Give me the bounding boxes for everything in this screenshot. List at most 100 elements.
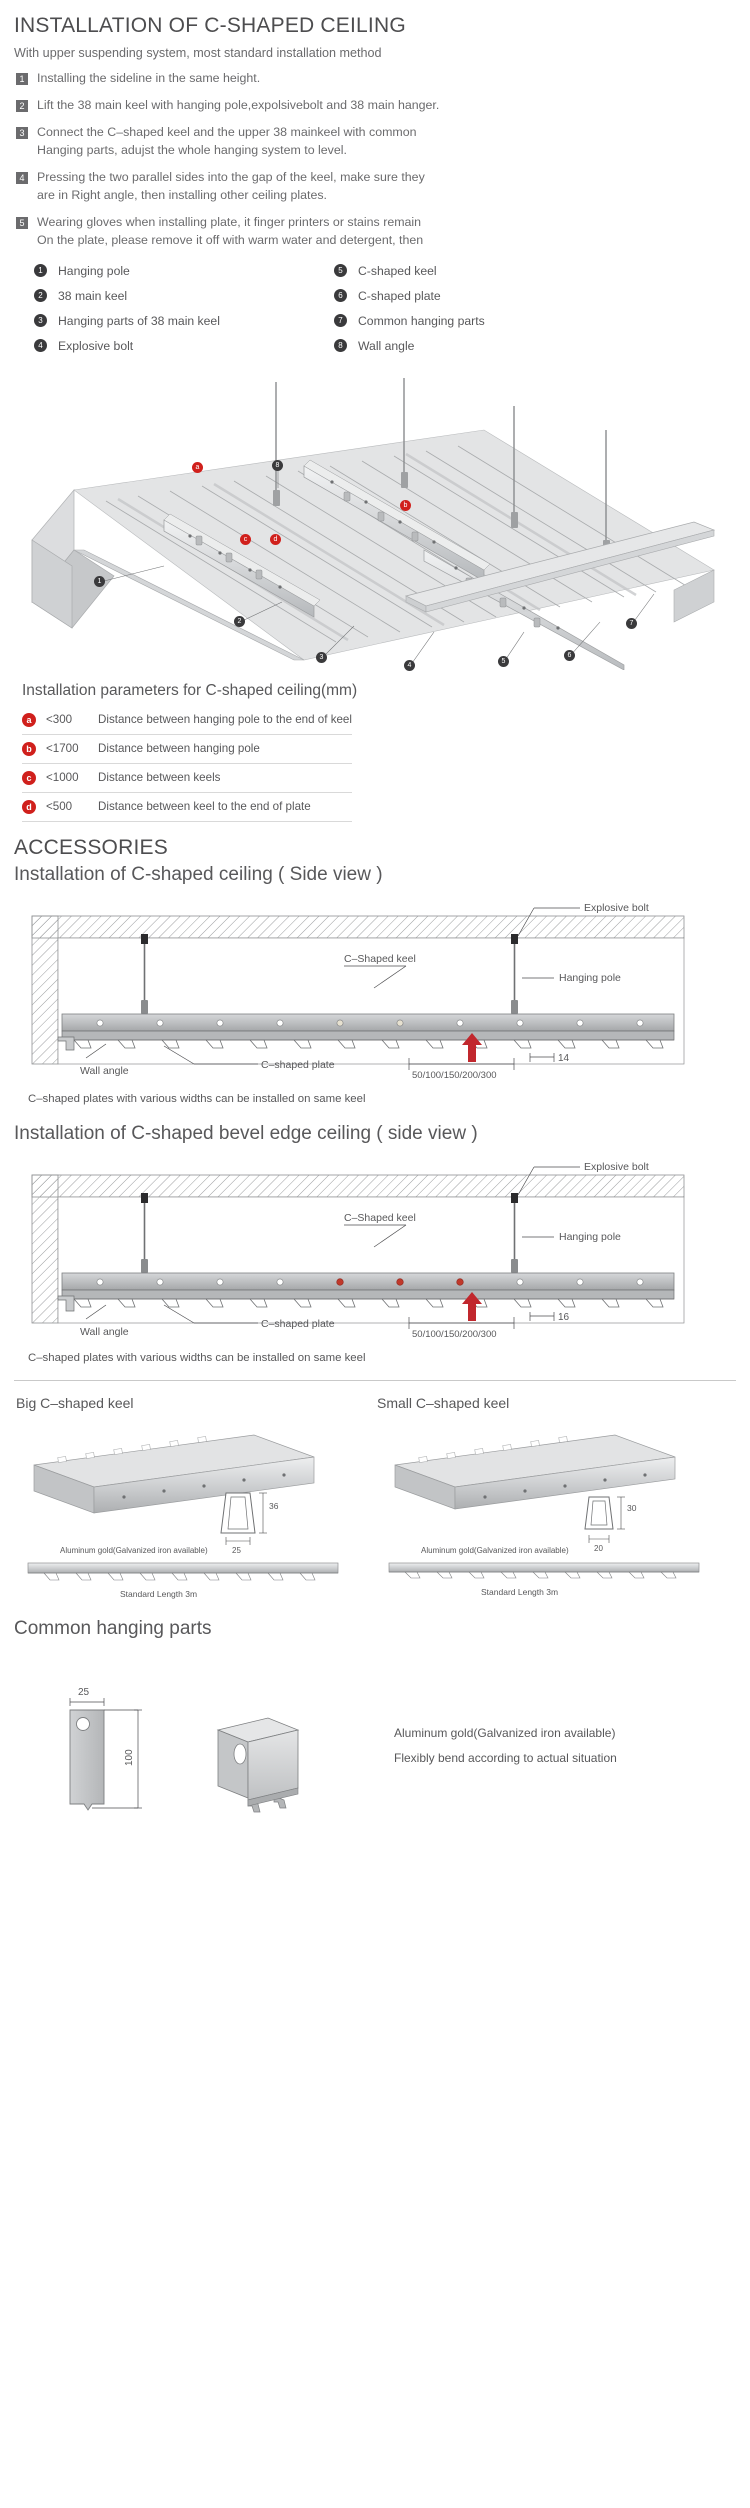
hanging-parts-material-line-1: Aluminum gold(Galvanized iron available) xyxy=(394,1725,616,1740)
hanging-parts-material-notes: Aluminum gold(Galvanized iron available)… xyxy=(394,1721,736,1841)
parts-legend: 1 Hanging pole 2 38 main keel 3 Hanging … xyxy=(34,264,736,364)
parameter-description: Distance between hanging pole xyxy=(98,742,260,756)
hanging-strap-front-view: 25 100 xyxy=(69,1687,142,1811)
label-wall-angle: Wall angle xyxy=(80,1065,129,1077)
callout-dot-4: 4 xyxy=(404,659,415,671)
callout-dot-5: 5 xyxy=(498,655,509,667)
dim-thickness-14: 14 xyxy=(558,1053,570,1064)
big-keel-dim-25: 25 xyxy=(232,1546,241,1555)
legend-column-left: 1 Hanging pole 2 38 main keel 3 Hanging … xyxy=(34,264,334,364)
callout-dot-2: 2 xyxy=(234,615,245,627)
legend-label: Explosive bolt xyxy=(58,338,134,353)
parameter-value: <1700 xyxy=(46,742,79,756)
dim-widths: 50/100/150/200/300 xyxy=(412,1070,497,1081)
step-text: Pressing the two parallel sides into the… xyxy=(37,169,425,205)
parameter-description: Distance between hanging pole to the end… xyxy=(98,713,352,727)
legend-label: C-shaped plate xyxy=(358,288,441,303)
hanging-parts-svg: 25 100 xyxy=(69,1687,300,1813)
red-up-arrow-icon xyxy=(462,1032,482,1062)
parameter-description: Distance between keels xyxy=(98,771,221,785)
legend-item: 1 Hanging pole xyxy=(34,264,334,278)
legend-column-right: 5 C-shaped keel 6 C-shaped plate 7 Commo… xyxy=(334,264,634,364)
legend-label: C-shaped keel xyxy=(358,263,437,278)
callout-dot-d: d xyxy=(270,533,281,545)
small-keel-cross-section: 30 20 xyxy=(584,1496,637,1553)
callout-dot-3: 3 xyxy=(316,651,327,663)
sideview2-note: C–shaped plates with various widths can … xyxy=(28,1351,366,1364)
sideview2-diagram: Explosive bolt Hanging pole C–Shaped kee… xyxy=(14,1153,736,1348)
label-wall-angle-2: Wall angle xyxy=(80,1326,129,1338)
legend-item: 7 Common hanging parts xyxy=(334,314,634,328)
intro-text: With upper suspending system, most stand… xyxy=(14,46,382,60)
label-c-shaped-keel-2: C–Shaped keel xyxy=(344,1212,416,1224)
parameter-description: Distance between keel to the end of plat… xyxy=(98,800,311,814)
parameter-marker-d: d xyxy=(22,799,36,814)
big-keel-material: Aluminum gold(Galvanized iron available) xyxy=(60,1546,208,1555)
parameter-value: <300 xyxy=(46,713,73,727)
step-line-1: Connect the C–shaped keel and the upper … xyxy=(37,124,417,139)
callout-dot-1: 1 xyxy=(94,575,105,587)
sideview2-title: Installation of C-shaped bevel edge ceil… xyxy=(14,1122,478,1144)
legend-bullet-icon: 4 xyxy=(34,339,47,353)
document-page: INSTALLATION OF C-SHAPED CEILING With up… xyxy=(0,14,750,1841)
callout-dot-6: 6 xyxy=(564,649,575,661)
small-keel-dim-30: 30 xyxy=(627,1503,637,1513)
legend-bullet-icon: 2 xyxy=(34,289,47,303)
legend-bullet-icon: 8 xyxy=(334,339,347,353)
parameter-row: a <300 Distance between hanging pole to … xyxy=(22,706,352,735)
parameter-row: c <1000 Distance between keels xyxy=(22,764,352,793)
legend-item: 6 C-shaped plate xyxy=(334,289,634,303)
step-item: 4 Pressing the two parallel sides into t… xyxy=(16,169,736,205)
step-line-1: Pressing the two parallel sides into the… xyxy=(37,169,425,184)
parameters-title: Installation parameters for C-shaped cei… xyxy=(22,681,358,699)
big-keel-svg: 36 25 Aluminum gold(Galvanized iron avai… xyxy=(27,1434,339,1599)
step-text: Wearing gloves when installing plate, it… xyxy=(37,214,423,250)
label-c-shaped-plate: C–shaped plate xyxy=(261,1059,335,1071)
legend-bullet-icon: 7 xyxy=(334,314,347,328)
step-text: Connect the C–shaped keel and the upper … xyxy=(37,124,417,160)
step-line-1: Wearing gloves when installing plate, it… xyxy=(37,214,422,229)
product-profiles: Big C–shaped keel xyxy=(14,1391,736,1608)
parameter-value: <1000 xyxy=(46,771,79,785)
hanging-parts-title: Common hanging parts xyxy=(14,1617,212,1639)
hanging-part-height-100: 100 xyxy=(124,1749,135,1766)
sideview1-svg: Explosive bolt Hanging pole C–Shaped kee… xyxy=(31,902,685,1081)
big-keel-block: Big C–shaped keel xyxy=(14,1391,375,1608)
callout-dot-b: b xyxy=(400,499,411,511)
step-number: 2 xyxy=(16,99,28,112)
small-keel-length: Standard Length 3m xyxy=(481,1587,558,1597)
parameter-row: d <500 Distance between keel to the end … xyxy=(22,793,352,822)
parameter-marker-c: c xyxy=(22,770,36,785)
small-keel-dim-20: 20 xyxy=(594,1544,603,1553)
step-line-2: On the plate, please remove it off with … xyxy=(37,232,424,247)
parameters-table: a <300 Distance between hanging pole to … xyxy=(22,706,352,822)
label-explosive-bolt: Explosive bolt xyxy=(584,902,649,914)
legend-label: 38 main keel xyxy=(58,288,128,303)
small-keel-svg: 30 20 Aluminum gold(Galvanized iron avai… xyxy=(388,1434,700,1597)
sideview1-note: C–shaped plates with various widths can … xyxy=(28,1092,366,1105)
hanging-part-width-25: 25 xyxy=(78,1687,90,1698)
red-up-arrow-icon-2 xyxy=(462,1291,482,1321)
label-c-shaped-plate-2: C–shaped plate xyxy=(261,1318,335,1330)
legend-label: Hanging pole xyxy=(58,263,130,278)
legend-bullet-icon: 6 xyxy=(334,289,347,303)
small-keel-title: Small C–shaped keel xyxy=(377,1394,510,1411)
big-keel-dim-36: 36 xyxy=(269,1501,279,1511)
accessories-title: ACCESSORIES xyxy=(14,835,168,859)
callout-dot-c: c xyxy=(240,533,251,545)
step-number: 1 xyxy=(16,73,28,85)
parameter-row: b <1700 Distance between hanging pole xyxy=(22,735,352,764)
big-keel-cross-section: 36 25 xyxy=(220,1492,279,1555)
small-keel-material: Aluminum gold(Galvanized iron available) xyxy=(421,1546,569,1555)
label-explosive-bolt-2: Explosive bolt xyxy=(584,1161,649,1173)
legend-item: 8 Wall angle xyxy=(334,339,634,353)
legend-item: 2 38 main keel xyxy=(34,289,334,303)
label-hanging-pole: Hanging pole xyxy=(559,972,621,984)
step-text: Lift the 38 main keel with hanging pole,… xyxy=(37,97,439,115)
installation-steps: 1 Installing the sideline in the same he… xyxy=(16,70,736,250)
section-divider xyxy=(14,1379,736,1381)
legend-label: Common hanging parts xyxy=(358,313,485,328)
callout-dot-a: a xyxy=(192,461,203,473)
legend-bullet-icon: 1 xyxy=(34,264,47,278)
label-hanging-pole-2: Hanging pole xyxy=(559,1231,621,1243)
